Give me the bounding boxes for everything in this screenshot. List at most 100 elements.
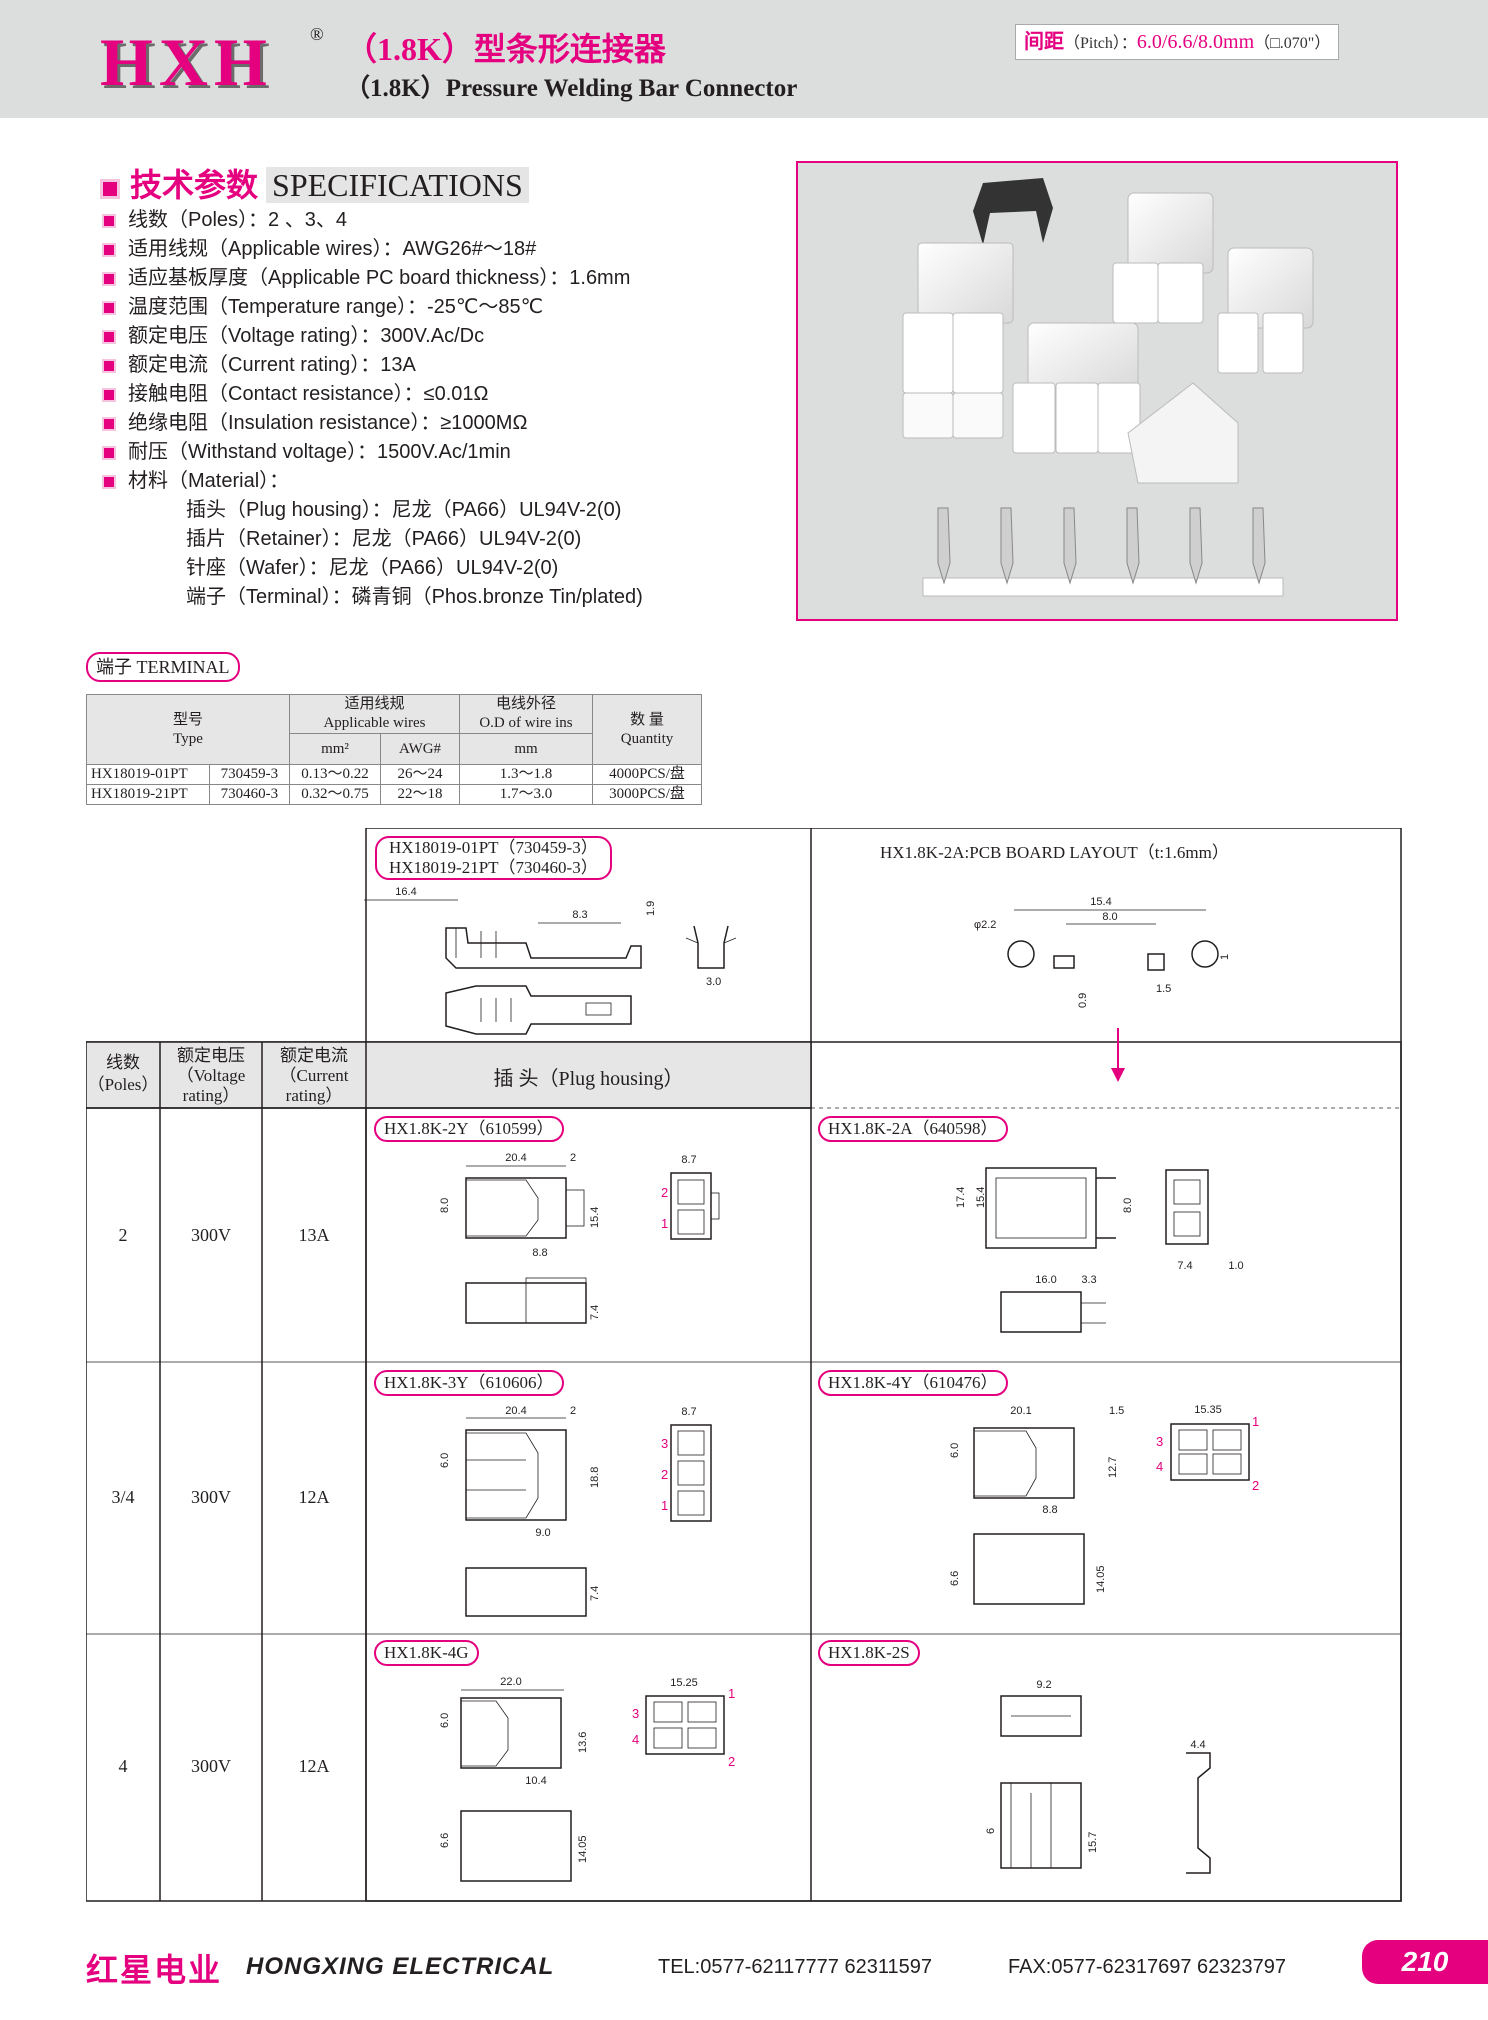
svg-text:18.8: 18.8	[589, 1467, 601, 1488]
poles-cell: 4	[118, 1756, 128, 1776]
svg-text:4: 4	[632, 1732, 639, 1747]
current-cell: 12A	[298, 1487, 330, 1507]
voltage-cell: 300V	[191, 1756, 231, 1776]
svg-text:2: 2	[570, 1405, 576, 1417]
connector-photo-illustration	[902, 178, 1314, 597]
svg-text:10.4: 10.4	[525, 1775, 546, 1787]
mm-header: mm	[459, 733, 593, 765]
svg-text:2: 2	[661, 1185, 668, 1200]
bullet-square-icon	[102, 416, 116, 431]
spec-text: 线数（Poles）：2 、3、4	[128, 209, 347, 231]
svg-text:8.3: 8.3	[572, 909, 587, 921]
svg-text:20.1: 20.1	[1010, 1405, 1031, 1417]
spec-item: 绝缘电阻（Insulation resistance）：≥1000MΩ	[102, 409, 802, 438]
hx-2a-drawing: 17.4 15.4 8.0 7.4 1.0 16.0 3.3	[955, 1167, 1244, 1333]
terminal-tag-2: HX18019-21PT（730460-3）	[389, 858, 598, 877]
svg-text:1: 1	[1252, 1414, 1259, 1429]
model-tag-3y: HX1.8K-3Y（610606）	[374, 1370, 564, 1396]
page-number: 210	[1362, 1940, 1488, 1984]
svg-text:13.6: 13.6	[577, 1732, 589, 1753]
qty-cell: 3000PCS/盘	[592, 784, 702, 805]
spec-text: 耐压（Withstand voltage）：1500V.Ac/1min	[128, 441, 511, 463]
material-item: 端子（Terminal）：磷青铜（Phos.bronze Tin/plated)	[186, 586, 643, 608]
svg-text:15.35: 15.35	[1194, 1404, 1222, 1416]
spec-text: 绝缘电阻（Insulation resistance）：≥1000MΩ	[128, 412, 528, 434]
model-tag-2s: HX1.8K-2S	[818, 1640, 920, 1666]
svg-text:1: 1	[728, 1686, 735, 1701]
spec-item: 温度范围（Temperature range）：-25℃～85℃	[102, 293, 802, 322]
svg-text:7.4: 7.4	[589, 1305, 601, 1320]
svg-text:3: 3	[661, 1436, 668, 1451]
hx-3y-drawing: 20.4 2 6.0 18.8 9.0 7.4 8.7 3 2 1	[439, 1405, 712, 1617]
spec-text: 温度范围（Temperature range）：-25℃～85℃	[128, 296, 544, 318]
svg-text:φ2.2: φ2.2	[974, 919, 996, 931]
svg-text:3.3: 3.3	[1081, 1274, 1096, 1286]
spec-item: 耐压（Withstand voltage）：1500V.Ac/1min	[102, 438, 802, 467]
svg-text:2: 2	[570, 1152, 576, 1164]
drawing-grid: 16.4 8.3 1.9 3.0 15.4 8.0 φ2.2 1 0.9 1.5…	[86, 828, 1402, 1902]
bullet-square-icon	[102, 445, 116, 460]
svg-text:8.0: 8.0	[1102, 911, 1117, 923]
svg-text:7.4: 7.4	[589, 1586, 601, 1601]
spec-title-en: SPECIFICATIONS	[266, 167, 529, 203]
svg-text:22.0: 22.0	[500, 1676, 521, 1688]
spec-item: 额定电流（Current rating）：13A	[102, 351, 802, 380]
bullet-square-icon	[102, 387, 116, 402]
spec-text: 接触电阻（Contact resistance）：≤0.01Ω	[128, 383, 489, 405]
bullet-square-icon	[102, 271, 116, 286]
svg-text:9.2: 9.2	[1036, 1679, 1051, 1691]
registered-mark: ®	[310, 24, 324, 44]
pitch-value: 6.0/6.6/8.0mm	[1136, 31, 1255, 53]
svg-text:16.4: 16.4	[395, 886, 416, 898]
svg-text:20.4: 20.4	[505, 1405, 526, 1417]
table-row: HX18019-01PT 730459-3 0.13～0.22 26～24 1.…	[86, 764, 702, 785]
svg-text:2: 2	[728, 1754, 735, 1769]
svg-text:7.4: 7.4	[1177, 1260, 1192, 1272]
svg-text:6.0: 6.0	[439, 1713, 451, 1728]
model-tag-2a: HX1.8K-2A（640598）	[818, 1116, 1008, 1142]
svg-text:4.4: 4.4	[1190, 1739, 1205, 1751]
od-cell: 1.7～3.0	[459, 784, 593, 805]
hx-4y-drawing: 20.1 1.5 6.0 12.7 8.8 6.6 14.05 15.35 1 …	[949, 1404, 1259, 1605]
svg-text:12.7: 12.7	[1107, 1457, 1119, 1478]
code-cell: 730459-3	[208, 764, 291, 785]
svg-text:16.0: 16.0	[1035, 1274, 1056, 1286]
spec-text: 材料（Material）：	[128, 470, 290, 492]
svg-text:1.5: 1.5	[1109, 1405, 1124, 1417]
poles-cell: 3/4	[111, 1487, 135, 1507]
svg-text:15.25: 15.25	[670, 1677, 698, 1689]
spec-item: 接触电阻（Contact resistance）：≤0.01Ω	[102, 380, 802, 409]
svg-text:1.5: 1.5	[1156, 983, 1171, 995]
pitch-label: 间距	[1024, 31, 1064, 53]
voltage-cell: 300V	[191, 1487, 231, 1507]
model-tag-4y: HX1.8K-4Y（610476）	[818, 1370, 1008, 1396]
spec-item: 线数（Poles）：2 、3、4	[102, 206, 802, 235]
type-cell: HX18019-21PT	[86, 784, 210, 805]
terminal-tag-group: HX18019-01PT（730459-3） HX18019-21PT（7304…	[375, 836, 612, 880]
svg-text:17.4: 17.4	[955, 1187, 967, 1208]
svg-text:15.7: 15.7	[1087, 1832, 1099, 1853]
svg-text:4: 4	[1156, 1459, 1163, 1474]
svg-text:1: 1	[1219, 954, 1231, 960]
awg-cell: 26～24	[380, 764, 460, 785]
model-tag-4g: HX1.8K-4G	[374, 1640, 479, 1666]
bullet-square-icon	[102, 213, 116, 228]
svg-text:2: 2	[661, 1467, 668, 1482]
svg-text:20.4: 20.4	[505, 1152, 526, 1164]
spec-item: 适应基板厚度（Applicable PC board thickness）：1.…	[102, 264, 802, 293]
svg-text:6.0: 6.0	[439, 1453, 451, 1468]
spec-text: 额定电压（Voltage rating）：300V.Ac/Dc	[128, 325, 485, 347]
mm2-cell: 0.32～0.75	[289, 784, 381, 805]
svg-text:1.0: 1.0	[1228, 1260, 1243, 1272]
svg-text:9.0: 9.0	[535, 1527, 550, 1539]
svg-text:1: 1	[661, 1498, 668, 1513]
poles-header: 线数（Poles）	[87, 1053, 159, 1094]
spec-item: 额定电压（Voltage rating）：300V.Ac/Dc	[102, 322, 802, 351]
terminal-tag-1: HX18019-01PT（730459-3）	[389, 838, 598, 857]
page-title-cn: （1.8K）型条形连接器	[345, 31, 666, 67]
spec-title-cn: 技术参数	[130, 167, 259, 203]
hx-4g-drawing: 22.0 6.0 13.6 10.4 6.6 14.05 15.25 1 3 4…	[439, 1676, 735, 1882]
svg-text:15.4: 15.4	[975, 1187, 987, 1208]
spec-list: 线数（Poles）：2 、3、4 适用线规（Applicable wires）：…	[102, 206, 802, 612]
